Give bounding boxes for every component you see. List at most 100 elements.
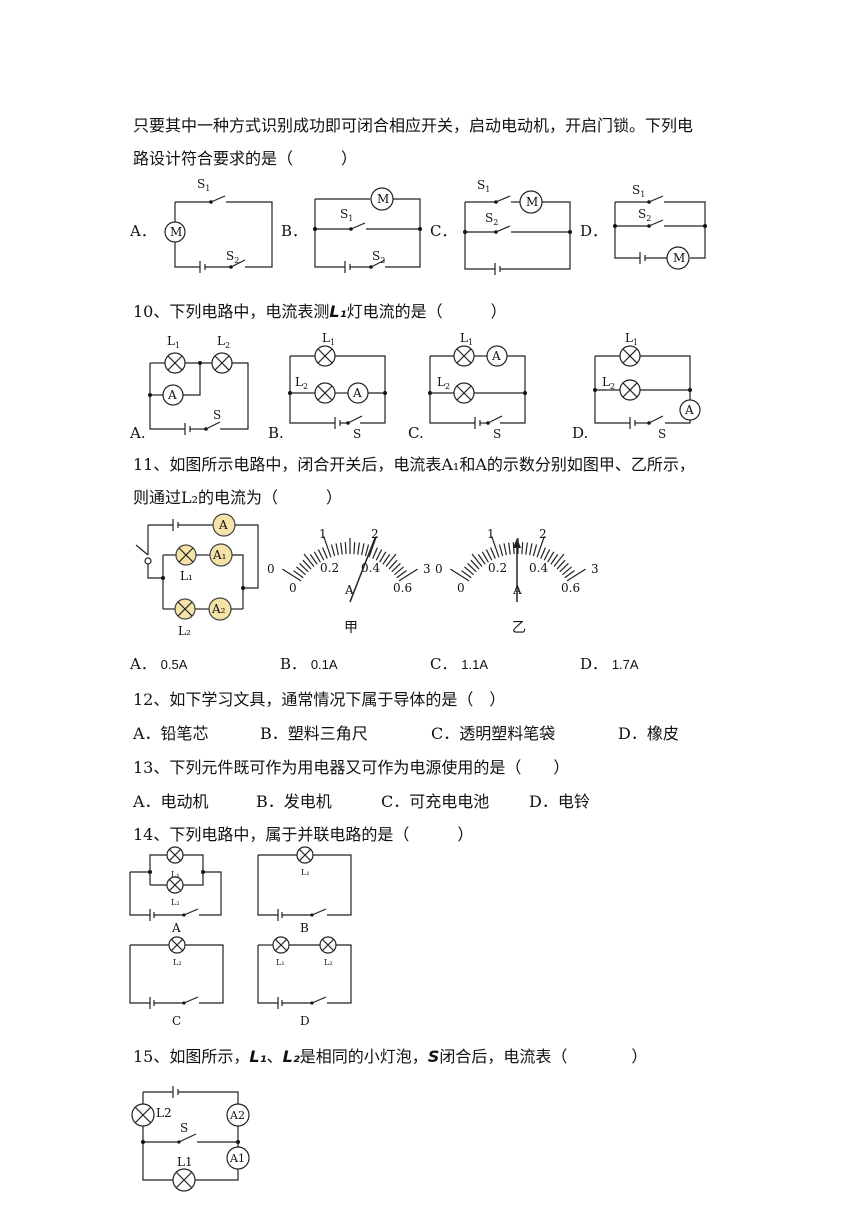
q11-a2-label: A₂: [211, 602, 226, 616]
q15-text-prefix: 15、如图所示，: [133, 1047, 250, 1066]
q15-text-s: S: [427, 1047, 440, 1066]
meter-tick: [532, 544, 538, 557]
q11-meter-yi: 0 1 2 3 0 0.2 0.4 0.6 A 乙: [435, 527, 599, 636]
q10-option-c-label[interactable]: C.: [408, 424, 424, 442]
q12-option-a[interactable]: A．铅笔芯: [133, 724, 209, 743]
meter-tick: [556, 559, 566, 570]
q11-a1-label: A₁: [212, 548, 226, 562]
meter-tick: [299, 563, 309, 573]
meter-tick: [528, 543, 533, 556]
q15-text-l2: L₂: [282, 1047, 300, 1066]
q10-circuit-d: L1 L2 A S: [593, 331, 701, 441]
q9-option-b-label[interactable]: B．: [281, 222, 308, 240]
meter-yi-bottom-tick-2: 0.4: [529, 561, 548, 575]
q10-a-switch-label: S: [213, 408, 221, 422]
meter-tick: [296, 566, 307, 576]
q12-option-d[interactable]: D．橡皮: [618, 724, 679, 743]
q15-text-l1: L₁: [249, 1047, 267, 1066]
meter-tick: [536, 536, 545, 558]
meter-tick: [360, 543, 365, 556]
meter-tick: [398, 568, 418, 582]
meter-tick: [302, 559, 312, 570]
q11-option-a[interactable]: A． 0.5A: [130, 653, 187, 674]
meter-tick: [313, 551, 321, 563]
q14-a-l2-label: L₂: [171, 898, 180, 907]
q13-option-d[interactable]: D．电铃: [529, 792, 590, 811]
q13-option-c[interactable]: C．可充电电池: [381, 792, 490, 811]
q10-d-ammeter-label: A: [684, 403, 694, 417]
q14-d-l1-label: L₁: [276, 958, 285, 967]
meter-tick: [282, 568, 302, 582]
q11-option-d-letter: D．: [580, 655, 608, 673]
meter-jia-bottom-tick-1: 0.2: [320, 561, 339, 575]
q13-option-b[interactable]: B．发电机: [256, 792, 332, 811]
q10-text-prefix: 10、下列电路中，电流表测: [133, 302, 330, 321]
meter-tick: [564, 570, 575, 579]
q10-text: 10、下列电路中，电流表测L₁灯电流的是（ ）: [133, 298, 507, 322]
q13-option-a[interactable]: A．电动机: [133, 792, 209, 811]
meter-tick: [344, 542, 347, 555]
q15-text-mid: 是相同的小灯泡，: [299, 1047, 428, 1066]
meter-jia-caption: 甲: [344, 620, 358, 636]
q14-circuit-b: L₁ B: [257, 846, 352, 935]
svg-text:S2: S2: [226, 249, 239, 265]
meter-tick: [485, 549, 493, 561]
svg-text:S1: S1: [197, 177, 210, 193]
q10-b-ammeter-label: A: [352, 386, 362, 400]
meter-jia-top-tick-1: 1: [319, 527, 327, 541]
q14-caption-d: D: [300, 1014, 310, 1028]
q12-option-c[interactable]: C．透明塑料笔袋: [431, 724, 556, 743]
q14-d-l2-label: L₂: [324, 958, 333, 967]
meter-tick: [490, 547, 496, 559]
q9-d-motor-label: M: [673, 251, 685, 265]
q10-option-b-label[interactable]: B.: [268, 424, 284, 442]
meter-tick: [372, 547, 378, 559]
q9-option-c-label[interactable]: C．: [430, 222, 457, 240]
q9-a-motor-label: M: [170, 225, 182, 239]
svg-text:L2: L2: [437, 375, 450, 391]
meter-jia-top-tick-2: 2: [371, 527, 379, 541]
q11-option-d[interactable]: D． 1.7A: [580, 653, 639, 674]
meter-tick: [561, 566, 572, 576]
meter-tick: [382, 554, 391, 565]
q11-text-line2: 则通过L₂的电流为（ ）: [133, 488, 343, 507]
q10-text-symbol: L₁: [329, 302, 347, 321]
q9-option-d-label[interactable]: D．: [580, 222, 608, 240]
q14-b-l1-label: L₁: [301, 868, 310, 877]
meter-tick: [547, 551, 555, 563]
meter-tick: [491, 536, 500, 558]
q15-l2-label: L2: [156, 1106, 172, 1120]
q14-caption-a: A: [171, 921, 181, 935]
q9-option-a-label[interactable]: A．: [130, 222, 156, 240]
meter-tick: [353, 542, 356, 555]
svg-text:L1: L1: [167, 334, 180, 350]
meter-tick: [322, 547, 328, 559]
meter-tick: [388, 559, 398, 570]
q9-circuit-c: S1 M S2: [463, 178, 572, 275]
q10-option-d-label[interactable]: D.: [572, 424, 589, 442]
q11-option-b[interactable]: B． 0.1A: [280, 653, 338, 674]
meter-tick: [335, 543, 340, 556]
q9-c-motor-label: M: [526, 195, 538, 209]
q12-option-b[interactable]: B．塑料三角尺: [260, 724, 368, 743]
q15-text: 15、如图所示，L₁、L₂是相同的小灯泡，S闭合后，电流表（ ）: [133, 1043, 647, 1067]
meter-tick: [477, 554, 486, 565]
meter-tick: [550, 554, 559, 565]
q10-option-a-label[interactable]: A.: [130, 424, 146, 442]
q14-caption-c: C: [172, 1014, 181, 1028]
meter-jia-top-tick-3: 3: [423, 562, 431, 576]
meter-tick: [512, 542, 515, 555]
meter-yi-bottom-tick-0: 0: [457, 581, 465, 595]
svg-text:S1: S1: [340, 207, 353, 223]
meter-tick: [481, 551, 489, 563]
q15-circuit: L2 A2 S A1 L1: [131, 1086, 250, 1192]
svg-text:S2: S2: [372, 249, 385, 265]
q9-circuit-b: M S1 S2: [313, 187, 422, 273]
meter-tick: [391, 563, 401, 573]
meter-yi-top-tick-2: 2: [539, 527, 547, 541]
meter-yi-top-tick-1: 1: [487, 527, 495, 541]
svg-text:L1: L1: [460, 331, 473, 347]
meter-tick: [357, 542, 360, 555]
q11-option-c[interactable]: C． 1.1A: [430, 653, 488, 674]
